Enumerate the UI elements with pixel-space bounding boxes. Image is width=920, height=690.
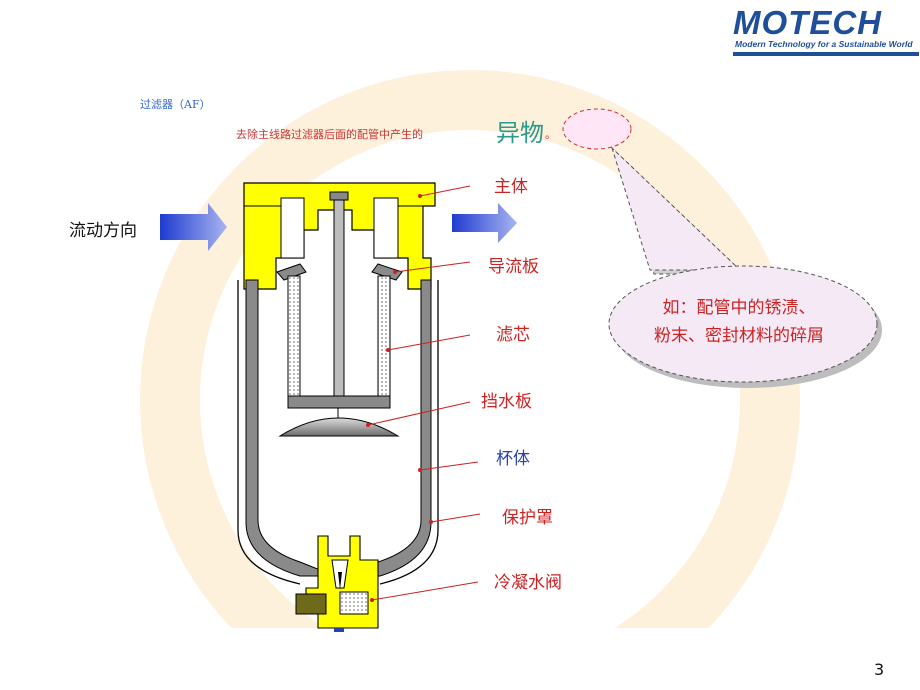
- inlet-arrow: [160, 203, 227, 251]
- description-text: 去除主线路过滤器后面的配管中产生的: [236, 128, 423, 141]
- logo-underline: [733, 52, 919, 56]
- bowl: [245, 279, 432, 577]
- filter-body: [243, 182, 436, 290]
- filter-element: [287, 275, 391, 409]
- callout-bubble: [608, 146, 882, 388]
- deflector-left: [276, 263, 307, 281]
- callout-line-1: 如：配管中的锈渍、: [662, 298, 816, 318]
- drain-valve: [295, 535, 379, 632]
- callout-text: 如：配管中的锈渍、 粉末、密封材料的碎屑: [608, 294, 870, 350]
- flow-direction-label: 流动方向: [69, 221, 137, 241]
- label-drain: 冷凝水阀: [494, 573, 562, 593]
- highlight-ellipse: [562, 108, 632, 150]
- water-baffle: [278, 417, 400, 437]
- emphasis-text: 异物: [496, 119, 544, 147]
- page-title: 过滤器（AF）: [140, 98, 211, 111]
- logo-wordmark: MOTECH: [733, 4, 882, 41]
- label-deflector: 导流板: [488, 257, 539, 277]
- logo-tagline: Modern Technology for a Sustainable Worl…: [735, 39, 913, 49]
- label-guard: 保护罩: [502, 508, 553, 528]
- label-body: 主体: [494, 177, 528, 197]
- label-baffle: 挡水板: [481, 392, 532, 412]
- label-element: 滤芯: [496, 325, 530, 345]
- outlet-arrow: [452, 203, 517, 243]
- leader-lines: [366, 185, 481, 602]
- motech-logo: MOTECH Modern Technology for a Sustainab…: [733, 6, 919, 58]
- label-bowl: 杯体: [496, 449, 530, 469]
- description-period: 。: [545, 128, 556, 141]
- deflector-right: [371, 263, 403, 281]
- protective-guard: [237, 280, 439, 585]
- page-number: 3: [874, 660, 885, 679]
- center-rod: [333, 192, 345, 404]
- callout-line-2: 粉末、密封材料的碎屑: [654, 326, 824, 346]
